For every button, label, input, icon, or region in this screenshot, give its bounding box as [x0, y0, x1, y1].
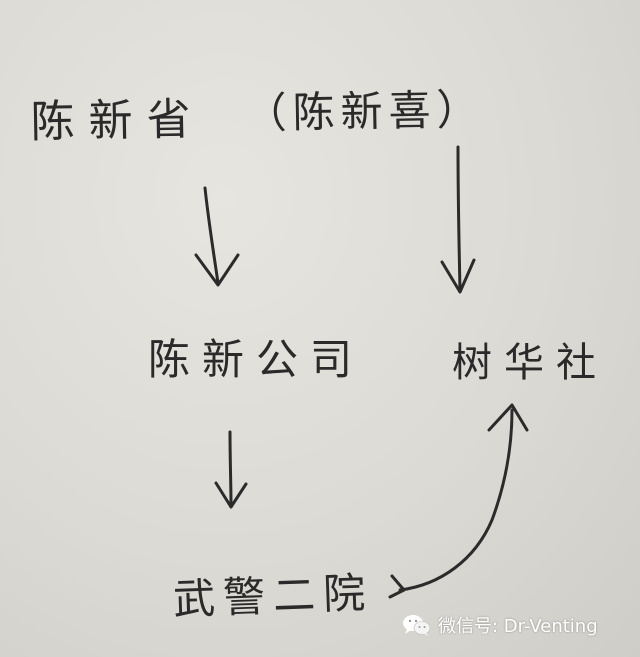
- arrow-company-to-hospital: [214, 430, 248, 509]
- node-middle-left: 陈新公司: [148, 335, 365, 384]
- arrow-hospital-to-shehua: [398, 403, 529, 592]
- arrowhead-into-hospital: [388, 574, 406, 599]
- arrow-top-left-to-company: [194, 186, 240, 287]
- node-middle-right: 树华社: [452, 340, 608, 386]
- watermark-text: 微信号: Dr-Venting: [438, 616, 598, 637]
- watermark: 微信号: Dr-Venting: [402, 612, 598, 638]
- wechat-icon: [403, 615, 431, 636]
- arrow-top-right-to-shehua: [440, 145, 476, 294]
